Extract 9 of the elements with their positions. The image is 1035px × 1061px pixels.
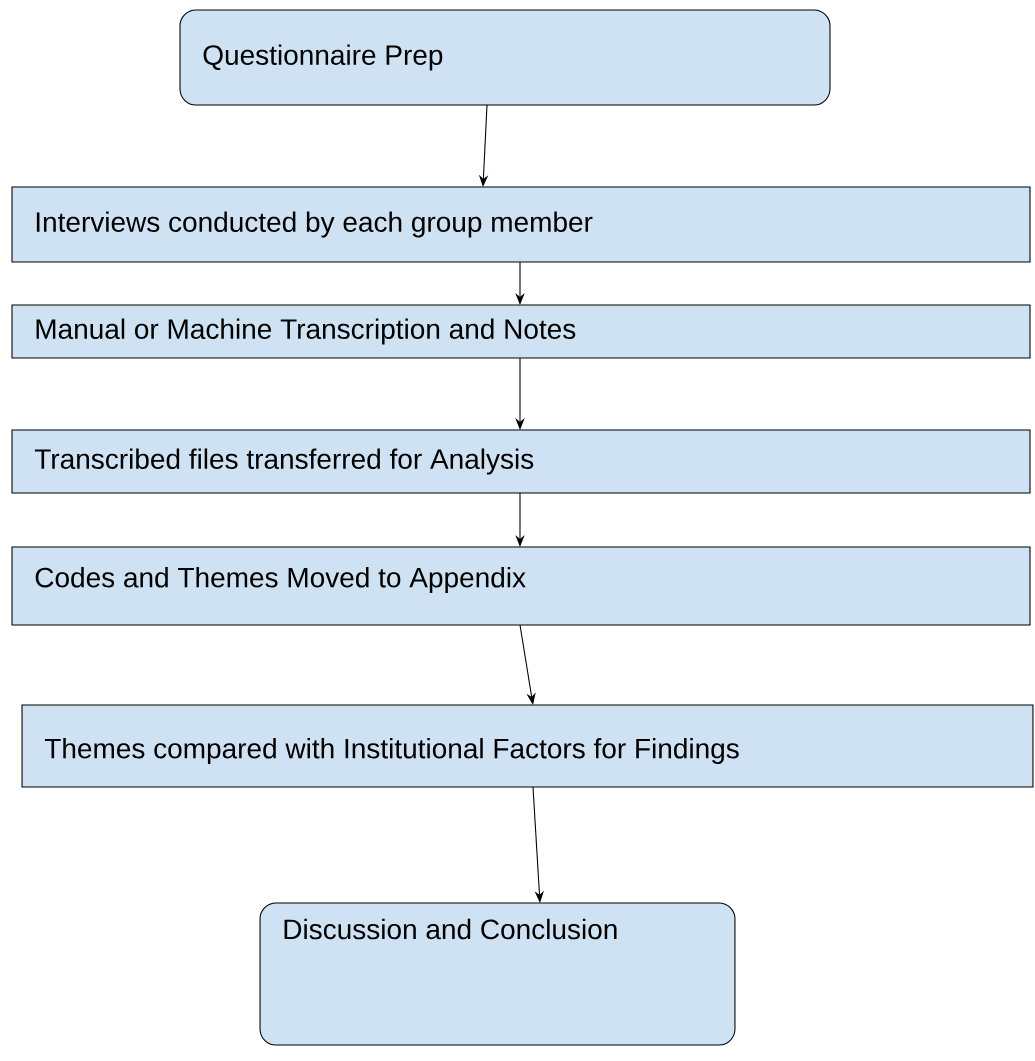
rounded-box: Questionnaire Prep xyxy=(179,9,831,106)
process-box: Manual or Machine Transcription and Notes xyxy=(11,304,1031,359)
process-box: Interviews conducted by each group member xyxy=(11,186,1031,263)
process-box: Transcribed files transferred for Analysis xyxy=(11,429,1031,494)
arrow xyxy=(532,786,544,903)
process-box: Codes and Themes Moved to Appendix xyxy=(11,546,1031,626)
process-box: Themes compared with Institutional Factors for Findings xyxy=(21,704,1034,788)
arrow xyxy=(519,624,536,705)
rounded-box: Discussion and Conclusion xyxy=(259,902,736,1046)
